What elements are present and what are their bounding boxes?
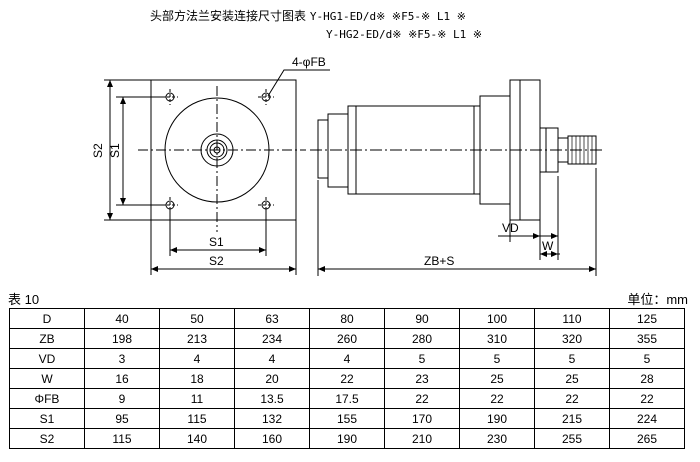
front-view (104, 69, 330, 275)
table-cell: 5 (384, 348, 460, 369)
table-cell: 155 (309, 408, 385, 429)
row-label: ZB (9, 328, 85, 349)
table-row: S2 115 140 160 190 210 230 255 265 (9, 428, 685, 449)
table-cell: 28 (609, 368, 685, 389)
title-model-1: Y-HG1-ED/d※ ※F5-※ L1 ※ (309, 10, 466, 23)
table-cell: 11 (159, 388, 235, 409)
row-label: ΦFB (9, 388, 85, 409)
table-cell: 20 (234, 368, 310, 389)
table-cell: 210 (384, 428, 460, 449)
table-cell: 255 (534, 428, 610, 449)
table-cell: 115 (84, 428, 160, 449)
table-row: ZB 198 213 234 260 280 310 320 355 (9, 328, 685, 349)
vd-label: VD (502, 221, 519, 235)
s2-bottom-label: S2 (209, 254, 224, 268)
table-cell: 230 (459, 428, 535, 449)
table-cell: 100 (459, 308, 535, 329)
table-cell: 234 (234, 328, 310, 349)
table-row: VD 3 4 4 4 5 5 5 5 (9, 348, 685, 369)
table-cell: 25 (534, 368, 610, 389)
table-cell: 170 (384, 408, 460, 429)
table-cell: 25 (459, 368, 535, 389)
table-cell: 260 (309, 328, 385, 349)
side-view (310, 79, 602, 276)
drawing-title-line2: Y-HG2-ED/d※ ※F5-※ L1 ※ (326, 27, 482, 42)
table-cell: 63 (234, 308, 310, 329)
table-cell: 320 (534, 328, 610, 349)
table-cell: 22 (609, 388, 685, 409)
title-chinese: 头部方法兰安装连接尺寸图表 (150, 9, 307, 23)
table-cell: 160 (234, 428, 310, 449)
table-cell: 215 (534, 408, 610, 429)
table-cell: 5 (459, 348, 535, 369)
dimension-table: D 40 50 63 80 90 100 110 125 ZB 198 213 … (9, 308, 685, 449)
technical-drawing: 4-φFB S2 S1 S1 S2 VD W ZB+S (91, 55, 602, 276)
table-cell: 140 (159, 428, 235, 449)
table-cell: 90 (384, 308, 460, 329)
table-cell: 190 (309, 428, 385, 449)
table-cell: 4 (234, 348, 310, 369)
table-row: S1 95 115 132 155 170 190 215 224 (9, 408, 685, 429)
table-row: D 40 50 63 80 90 100 110 125 (9, 308, 685, 329)
table-cell: 16 (84, 368, 160, 389)
table-cell: 22 (384, 388, 460, 409)
table-cell: 22 (534, 388, 610, 409)
unit-label: 单位：mm (627, 292, 688, 307)
table-cell: 22 (309, 368, 385, 389)
drawing-title-line1: 头部方法兰安装连接尺寸图表 Y-HG1-ED/d※ ※F5-※ L1 ※ (150, 9, 466, 24)
title-model-2: Y-HG2-ED/d※ ※F5-※ L1 ※ (326, 28, 483, 41)
w-label: W (542, 239, 554, 253)
table-caption: 表 10 (8, 292, 40, 307)
table-cell: 110 (534, 308, 610, 329)
fb-label: 4-φFB (292, 55, 326, 69)
zbs-label: ZB+S (424, 254, 454, 268)
s1-bottom-label: S1 (209, 235, 224, 249)
table-row: ΦFB 9 11 13.5 17.5 22 22 22 22 (9, 388, 685, 409)
table-cell: 17.5 (309, 388, 385, 409)
table-cell: 5 (609, 348, 685, 369)
table-cell: 310 (459, 328, 535, 349)
table-cell: 213 (159, 328, 235, 349)
table-cell: 4 (309, 348, 385, 369)
table-cell: 115 (159, 408, 235, 429)
table-cell: 355 (609, 328, 685, 349)
table-cell: 13.5 (234, 388, 310, 409)
row-label: W (9, 368, 85, 389)
row-label: S2 (9, 428, 85, 449)
table-cell: 18 (159, 368, 235, 389)
table-cell: 80 (309, 308, 385, 329)
table-cell: 40 (84, 308, 160, 329)
table-cell: 3 (84, 348, 160, 369)
fb-leader (267, 69, 330, 97)
row-label: D (9, 308, 85, 329)
table-cell: 4 (159, 348, 235, 369)
row-label: S1 (9, 408, 85, 429)
table-cell: 50 (159, 308, 235, 329)
table-cell: 5 (534, 348, 610, 369)
table-cell: 9 (84, 388, 160, 409)
s1-left-label: S1 (108, 143, 122, 158)
table-cell: 190 (459, 408, 535, 429)
row-label: VD (9, 348, 85, 369)
table-cell: 23 (384, 368, 460, 389)
table-cell: 95 (84, 408, 160, 429)
s2-left-label: S2 (91, 143, 105, 158)
table-cell: 224 (609, 408, 685, 429)
table-row: W 16 18 20 22 23 25 25 28 (9, 368, 685, 389)
table-cell: 280 (384, 328, 460, 349)
table-cell: 22 (459, 388, 535, 409)
table-cell: 132 (234, 408, 310, 429)
table-cell: 265 (609, 428, 685, 449)
table-cell: 198 (84, 328, 160, 349)
table-cell: 125 (609, 308, 685, 329)
